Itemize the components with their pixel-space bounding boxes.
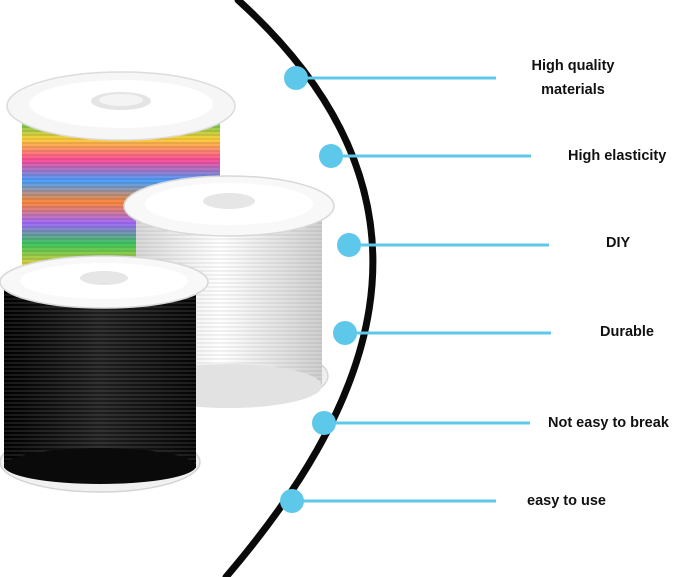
black-cord-spool	[0, 255, 209, 493]
bullet-dot-icon	[280, 489, 304, 513]
feature-label-easy-to-use: easy to use	[527, 493, 606, 509]
feature-callout-3	[337, 233, 549, 257]
feature-callout-5	[312, 411, 530, 435]
divider-curve	[222, 0, 377, 577]
feature-label-durable: Durable	[600, 324, 654, 340]
bullet-dot-icon	[337, 233, 361, 257]
bullet-dot-icon	[284, 66, 308, 90]
bullet-dot-icon	[333, 321, 357, 345]
feature-callout-6	[280, 489, 496, 513]
feature-callout-1	[284, 66, 496, 90]
feature-label-high-quality: High quality materials	[531, 58, 615, 98]
feature-callout-4	[333, 321, 551, 345]
feature-label-not-easy-to-break: Not easy to break	[548, 415, 669, 431]
feature-callout-2	[319, 144, 531, 168]
feature-label-diy: DIY	[606, 235, 631, 251]
bullet-dot-icon	[312, 411, 336, 435]
feature-label-elasticity: High elasticity	[568, 148, 667, 164]
bullet-dot-icon	[319, 144, 343, 168]
